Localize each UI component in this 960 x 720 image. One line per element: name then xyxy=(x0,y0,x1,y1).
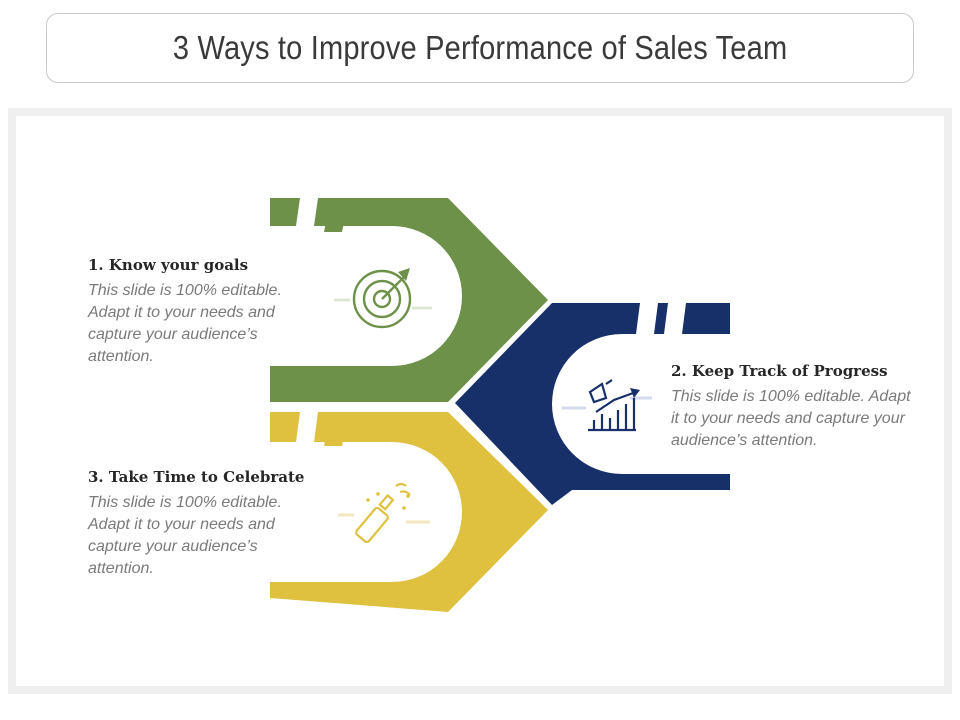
arrow-shape-yellow xyxy=(270,412,548,612)
step-2-title: 2. Keep Track of Progress xyxy=(671,362,888,380)
step-3-title: 3. Take Time to Celebrate xyxy=(88,468,305,486)
title-box: 3 Ways to Improve Performance of Sales T… xyxy=(46,13,914,83)
step-1-description: This slide is 100% editable. Adapt it to… xyxy=(88,282,282,365)
arch-notch-green xyxy=(324,212,346,232)
arrow-step-1 xyxy=(270,198,548,402)
arrow-notch-green xyxy=(296,198,318,226)
arrow-notch-navy-2 xyxy=(664,303,686,334)
growth-chart-icon xyxy=(562,379,652,432)
step-1: 1. Know your goals This slide is 100% ed… xyxy=(88,256,318,368)
step-2-description: This slide is 100% editable. Adapt it to… xyxy=(671,388,911,449)
arch-notch-yellow xyxy=(324,426,346,446)
arrow-step-2 xyxy=(455,303,730,505)
champagne-icon xyxy=(338,482,430,544)
arrow-shape-navy xyxy=(455,303,730,505)
step-1-title: 1. Know your goals xyxy=(88,256,249,274)
arrow-shape-green xyxy=(270,198,548,402)
arrow-notch-navy-1 xyxy=(636,303,658,334)
arrow-notch-yellow xyxy=(296,412,318,442)
page-title: 3 Ways to Improve Performance of Sales T… xyxy=(172,29,788,66)
target-icon xyxy=(334,268,432,329)
step-3: 3. Take Time to Celebrate This slide is … xyxy=(88,468,318,580)
step-2: 2. Keep Track of Progress This slide is … xyxy=(671,362,911,452)
step-3-description: This slide is 100% editable. Adapt it to… xyxy=(88,494,282,577)
arrow-step-3 xyxy=(270,412,548,612)
